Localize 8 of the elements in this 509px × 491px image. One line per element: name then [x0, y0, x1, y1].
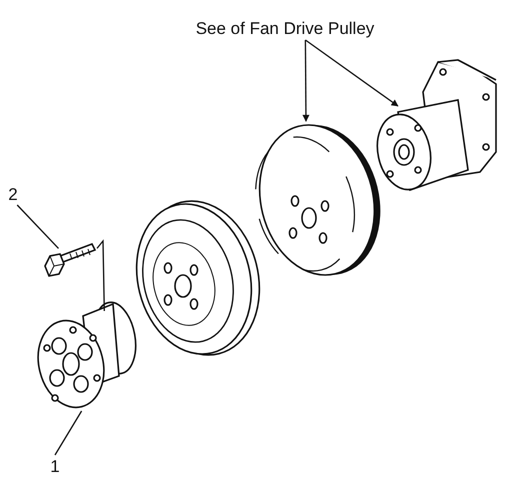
leader-line	[16, 204, 59, 249]
leader-line	[302, 40, 310, 122]
callout-number: 2	[8, 186, 18, 202]
leader-line	[54, 410, 82, 456]
leader-line	[96, 239, 105, 312]
callout-number: 1	[50, 458, 60, 474]
leader-line	[305, 39, 398, 107]
callout-label: See of Fan Drive Pulley	[196, 20, 374, 36]
